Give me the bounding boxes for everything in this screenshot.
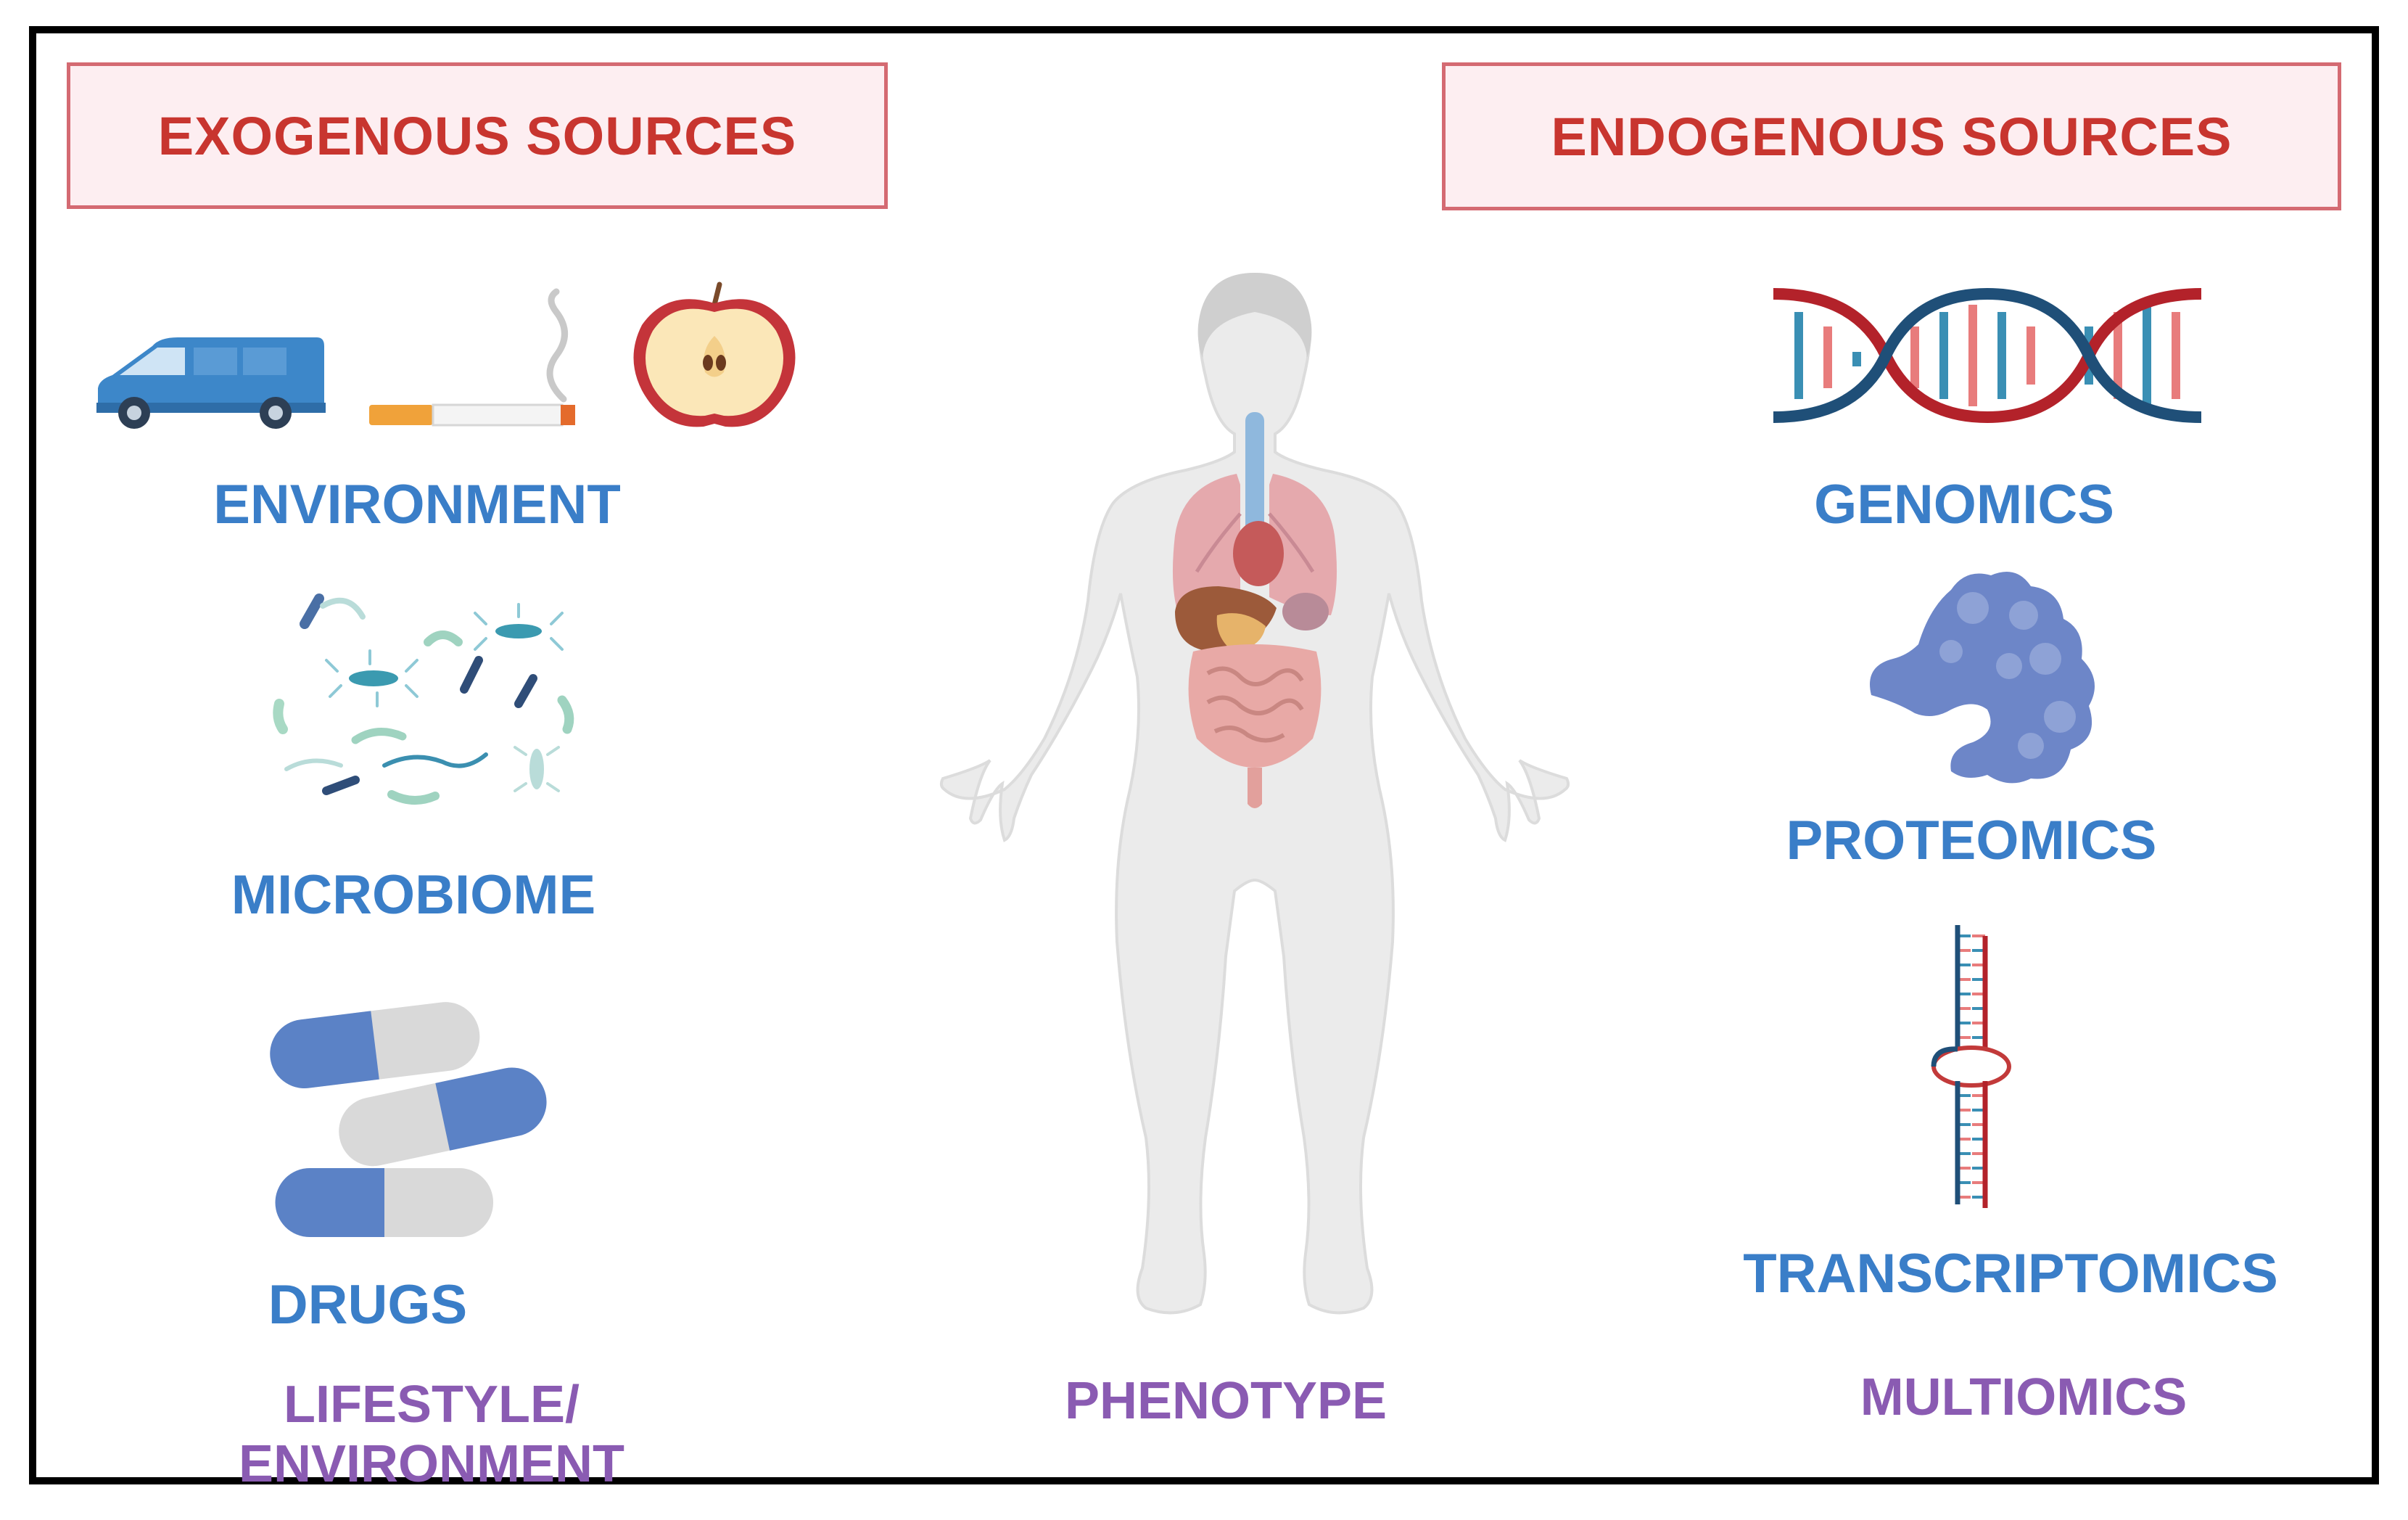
protein-icon (1870, 572, 2095, 784)
lifestyle-label-line1: LIFESTYLE/ (283, 1376, 580, 1434)
apple-icon (633, 282, 796, 427)
multiomics-label: MULTIOMICS (1860, 1368, 2188, 1426)
pills-icon (270, 1002, 547, 1237)
genomics-label: GENOMICS (1814, 474, 2114, 535)
exogenous-sources-box: EXOGENOUS SOURCES (67, 62, 888, 209)
lifestyle-environment-label: LIFESTYLE/ ENVIRONMENT (239, 1375, 624, 1494)
human-body-icon (939, 272, 1570, 1315)
van-icon (96, 337, 326, 429)
lifestyle-label-line2: ENVIRONMENT (238, 1435, 625, 1493)
endogenous-sources-box: ENDOGENOUS SOURCES (1442, 62, 2341, 210)
proteomics-label: PROTEOMICS (1786, 810, 2157, 871)
cigarette-icon (369, 288, 575, 427)
microbiome-label: MICROBIOME (231, 864, 596, 926)
rna-icon (1931, 925, 2011, 1208)
dna-icon (1773, 287, 2202, 424)
environment-label: ENVIRONMENT (213, 474, 621, 535)
drugs-label: DRUGS (268, 1274, 468, 1336)
phenotype-label: PHENOTYPE (1064, 1372, 1388, 1430)
transcriptomics-label: TRANSCRIPTOMICS (1743, 1243, 2278, 1305)
bacteria-icon (273, 593, 574, 805)
